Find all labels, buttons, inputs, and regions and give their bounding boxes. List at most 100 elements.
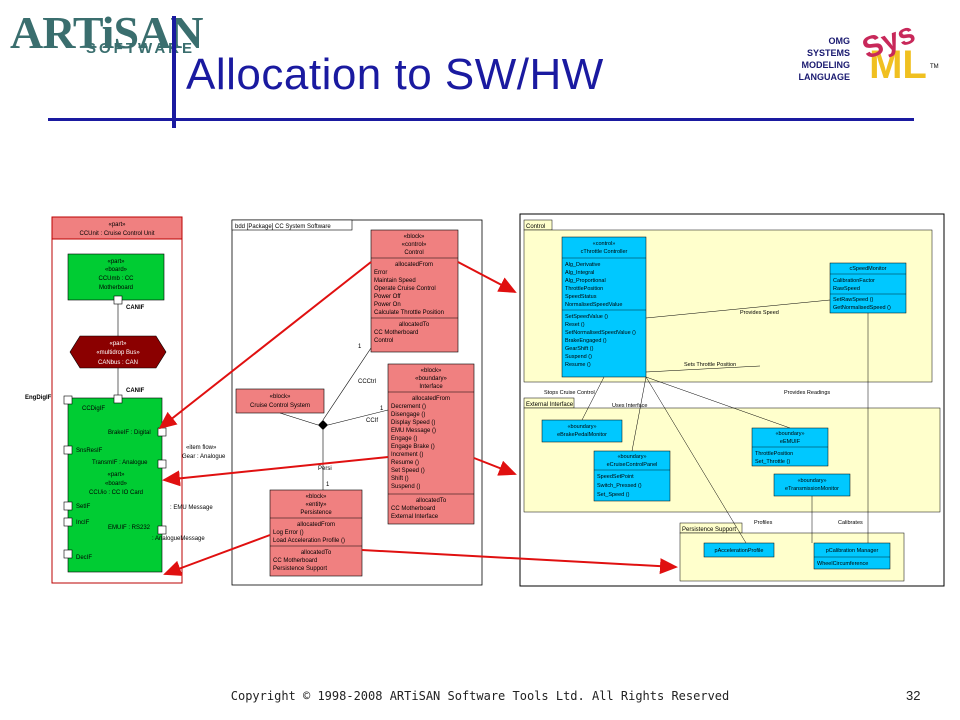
- svg-text:CC Motherboard: CC Motherboard: [391, 506, 435, 512]
- svg-text:1: 1: [380, 406, 384, 412]
- svg-text:Alg_Proportional: Alg_Proportional: [565, 278, 606, 284]
- svg-text:CCUio : CC IO Card: CCUio : CC IO Card: [89, 490, 143, 496]
- block-interface: [387, 363, 475, 525]
- svg-text:GearShift (): GearShift (): [565, 346, 594, 352]
- svg-text:: AnalogueMessage: : AnalogueMessage: [152, 536, 205, 542]
- svg-text:EMU Message (): EMU Message (): [391, 428, 436, 434]
- svg-text:bdd [Package] CC System Softwa: bdd [Package] CC System Software: [235, 224, 331, 230]
- svg-text:«board»: «board»: [105, 267, 128, 273]
- port-canif-top: [113, 295, 123, 305]
- sysml-logo: OMG SYSTEMS MODELING LANGUAGE ML Sys TM: [799, 16, 939, 87]
- svg-text:«block»: «block»: [306, 494, 327, 500]
- svg-text:SetNormalisedSpeedValue (): SetNormalisedSpeedValue (): [565, 330, 636, 336]
- class-throttle-controller: [561, 236, 647, 378]
- svg-text:Persistence Support: Persistence Support: [682, 527, 736, 533]
- svg-text:«block»: «block»: [270, 394, 291, 400]
- svg-text:Persistence: Persistence: [300, 510, 332, 516]
- svg-text:CC Motherboard: CC Motherboard: [273, 558, 317, 564]
- svg-text:SetIF: SetIF: [76, 504, 91, 510]
- svg-text:Set Speed (): Set Speed (): [391, 468, 425, 474]
- hw-part-name: CCUnit : Cruise Control Unit: [79, 231, 154, 237]
- svg-text:RawSpeed: RawSpeed: [833, 286, 860, 292]
- svg-text:Switch_Pressed (): Switch_Pressed (): [597, 483, 642, 489]
- block-control: [370, 229, 459, 353]
- svg-text:Motherboard: Motherboard: [99, 285, 133, 291]
- title-horizontal-rule: [48, 118, 914, 121]
- hw-diagram: «part» CCUnit : Cruise Control Unit «par…: [25, 216, 226, 584]
- svg-text:Suspend (): Suspend (): [391, 484, 420, 490]
- svg-text:1: 1: [326, 482, 330, 488]
- svg-text:ThrottlePosition: ThrottlePosition: [755, 451, 793, 457]
- svg-text:«item flow»: «item flow»: [186, 445, 217, 451]
- bdd-diagram: bdd [Package] CC System Software «block»…: [231, 219, 483, 586]
- svg-text:: EMU Message: : EMU Message: [170, 505, 213, 511]
- sw-architecture-diagram: Control «control» cThrottle Controller A…: [519, 213, 945, 587]
- can-bus: [69, 335, 167, 369]
- svg-text:SnsResIF: SnsResIF: [76, 448, 103, 454]
- svg-text:Control: Control: [374, 338, 393, 344]
- svg-text:IncIF: IncIF: [76, 520, 90, 526]
- svg-text:«boundary»: «boundary»: [775, 431, 804, 437]
- svg-text:WheelCircumference: WheelCircumference: [817, 561, 868, 567]
- svg-text:Gear : Analogue: Gear : Analogue: [182, 454, 226, 460]
- svg-text:eBrakePedalMonitor: eBrakePedalMonitor: [557, 432, 607, 438]
- svg-text:pAccelerationProfile: pAccelerationProfile: [715, 548, 764, 554]
- svg-text:allocatedTo: allocatedTo: [301, 550, 332, 556]
- class-speed-monitor: [829, 262, 907, 314]
- svg-text:Error: Error: [374, 270, 387, 276]
- sysml-tm: TM: [930, 64, 939, 70]
- sysml-line-2: SYSTEMS: [807, 48, 850, 58]
- slide-title: Allocation to SW/HW: [186, 50, 604, 99]
- block-cruise-control-system: [235, 388, 325, 414]
- class-calibration-manager: [813, 542, 891, 570]
- svg-text:CalibrationFactor: CalibrationFactor: [833, 278, 875, 284]
- svg-text:SetSpeedValue (): SetSpeedValue (): [565, 314, 608, 320]
- svg-text:Stops Cruise Control: Stops Cruise Control: [544, 390, 595, 396]
- svg-text:«boundary»: «boundary»: [797, 478, 826, 484]
- svg-text:Provides Speed: Provides Speed: [740, 310, 779, 316]
- svg-text:Sets Throttle Position: Sets Throttle Position: [684, 362, 736, 368]
- svg-text:External Interface: External Interface: [391, 514, 439, 520]
- svg-text:Set_Speed (): Set_Speed (): [597, 492, 630, 498]
- svg-text:pCalibration Manager: pCalibration Manager: [826, 548, 879, 554]
- sysml-line-4: LANGUAGE: [799, 72, 851, 82]
- class-cruise-control-panel: [593, 450, 671, 502]
- svg-text:Load Acceleration Profile (): Load Acceleration Profile (): [273, 538, 345, 544]
- svg-text:EngDigIF: EngDigIF: [25, 395, 52, 401]
- svg-text:CANIF: CANIF: [126, 305, 145, 311]
- svg-text:«block»: «block»: [404, 234, 425, 240]
- svg-text:CCDigIF: CCDigIF: [82, 406, 105, 412]
- svg-text:Calculate Throttle Position: Calculate Throttle Position: [374, 310, 444, 316]
- svg-text:External Interface: External Interface: [526, 402, 574, 408]
- svg-text:«block»: «block»: [421, 368, 442, 374]
- svg-text:DecIF: DecIF: [76, 555, 92, 561]
- svg-text:BrakeEngaged (): BrakeEngaged (): [565, 338, 607, 344]
- svg-text:CCCtrl: CCCtrl: [358, 379, 376, 385]
- sysml-line-1: OMG: [829, 36, 851, 46]
- svg-text:1: 1: [358, 344, 362, 350]
- svg-text:eCruiseControlPanel: eCruiseControlPanel: [607, 462, 658, 468]
- svg-text:CC Motherboard: CC Motherboard: [374, 330, 418, 336]
- svg-text:CCIf: CCIf: [366, 418, 378, 424]
- svg-text:Resume (): Resume (): [565, 362, 591, 368]
- svg-text:«part»: «part»: [107, 259, 125, 265]
- svg-text:SpeedSetPoint: SpeedSetPoint: [597, 474, 634, 480]
- page-number: 32: [906, 688, 921, 703]
- svg-text:Power Off: Power Off: [374, 294, 401, 300]
- svg-text:Maintain Speed: Maintain Speed: [374, 278, 416, 284]
- svg-text:«boundary»: «boundary»: [617, 454, 646, 460]
- svg-text:Decrement (): Decrement (): [391, 404, 426, 410]
- svg-text:cThrottle Controller: cThrottle Controller: [581, 249, 628, 255]
- svg-text:Reset (): Reset (): [565, 322, 585, 328]
- svg-text:Interface: Interface: [419, 384, 443, 390]
- svg-text:NormalisedSpeedValue: NormalisedSpeedValue: [565, 302, 622, 308]
- svg-text:GetNormalisedSpeed (): GetNormalisedSpeed (): [833, 305, 891, 311]
- svg-text:allocatedFrom: allocatedFrom: [395, 262, 433, 268]
- svg-text:Log Error (): Log Error (): [273, 530, 304, 536]
- svg-text:SetRawSpeed (): SetRawSpeed (): [833, 297, 874, 303]
- svg-text:«control»: «control»: [593, 241, 616, 247]
- svg-text:eTransmissionMonitor: eTransmissionMonitor: [785, 486, 839, 492]
- svg-text:Display Speed (): Display Speed (): [391, 420, 435, 426]
- svg-text:CCUmb : CC: CCUmb : CC: [98, 276, 134, 282]
